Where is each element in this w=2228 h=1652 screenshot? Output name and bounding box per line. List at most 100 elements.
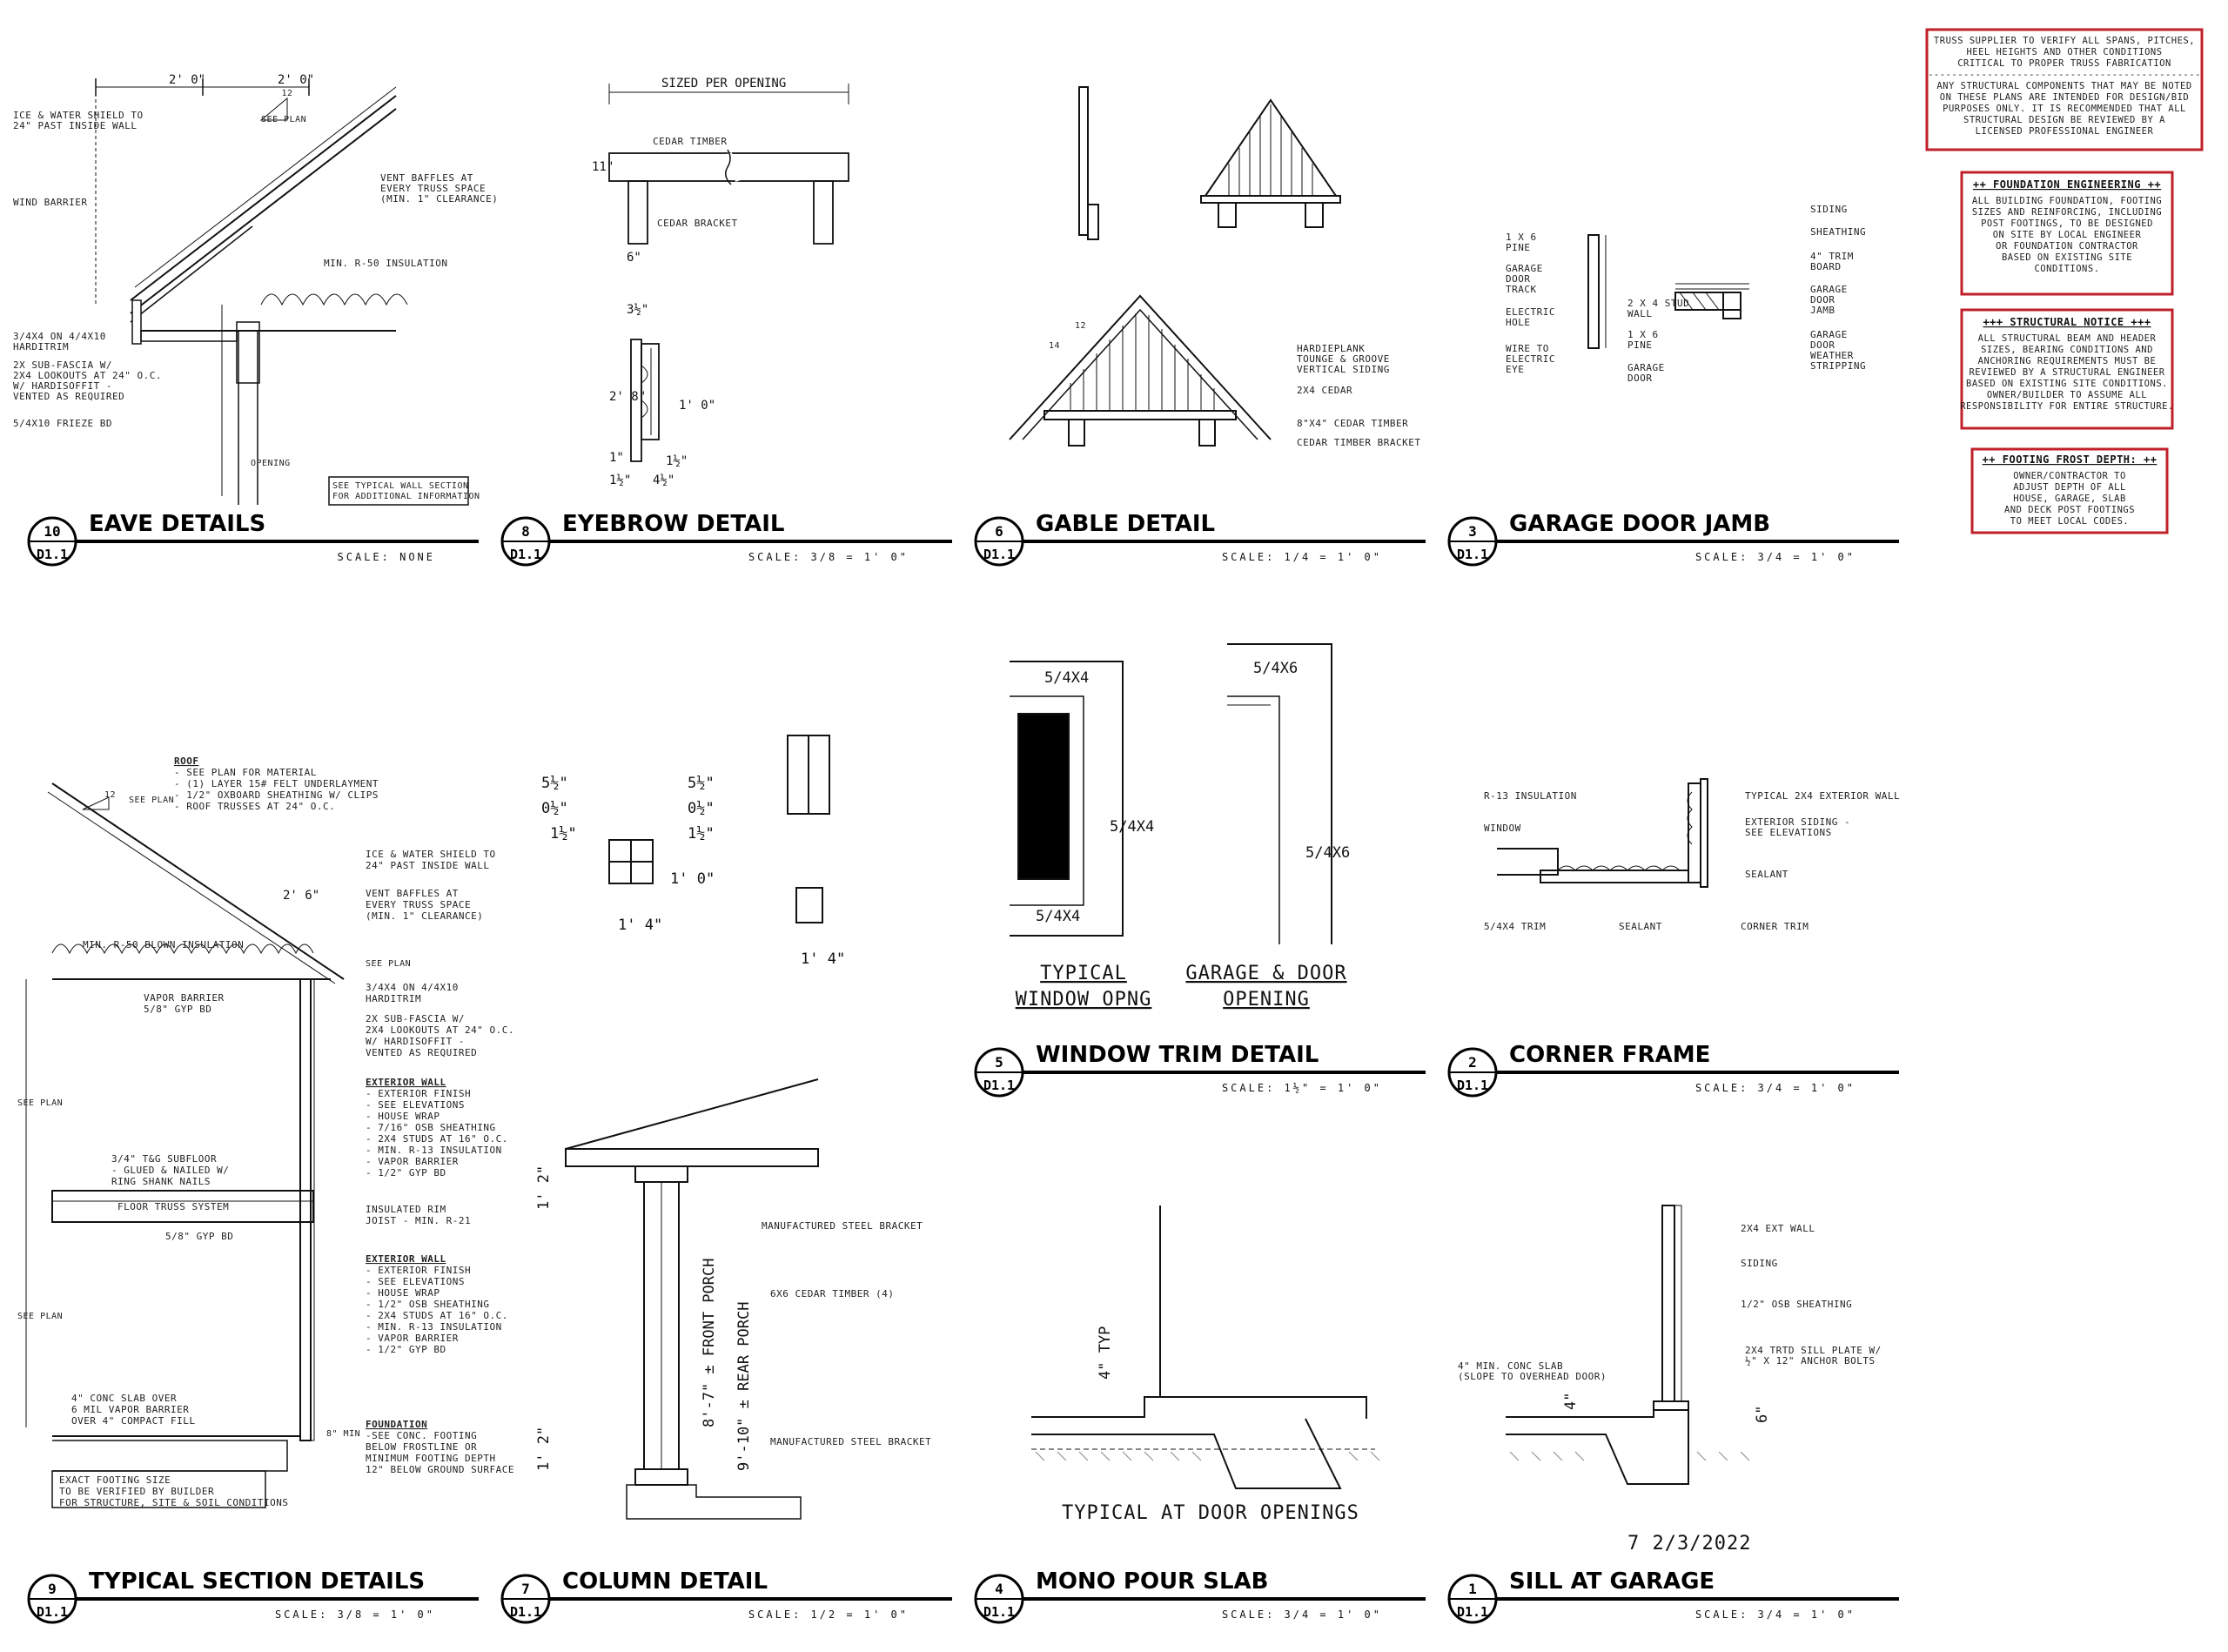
callout-label: CEDAR TIMBER bbox=[653, 136, 727, 147]
notice-line: ADJUST DEPTH OF ALL bbox=[2013, 482, 2126, 493]
dimension: 2' 0" bbox=[169, 73, 205, 87]
detail-title: GARAGE DOOR JAMB bbox=[1509, 511, 1770, 537]
callout-label: 4" TRIM bbox=[1810, 251, 1854, 262]
callout-label: 2X4 LOOKOUTS AT 24" O.C. bbox=[366, 1024, 514, 1036]
callout-label: (MIN. 1" CLEARANCE) bbox=[366, 910, 483, 922]
callout-label: EXTERIOR WALL bbox=[366, 1253, 446, 1265]
callout-label: SEALANT bbox=[1619, 921, 1662, 932]
callout-label: 1½" bbox=[688, 825, 715, 843]
callout-label: ROOF bbox=[174, 755, 199, 767]
callout-label: 14 bbox=[1049, 341, 1060, 351]
notice-line: ANY STRUCTURAL COMPONENTS THAT MAY BE NO… bbox=[1936, 81, 2191, 91]
callout-label: SHEATHING bbox=[1810, 226, 1866, 238]
dimension: SEE PLAN bbox=[129, 796, 174, 805]
callout-label: - EXTERIOR FINISH bbox=[366, 1088, 471, 1099]
callout-label: SEE ELEVATIONS bbox=[1745, 827, 1832, 838]
detail-number: 6 bbox=[995, 523, 1003, 540]
callout-label: 6" bbox=[627, 251, 641, 265]
detail-title: COLUMN DETAIL bbox=[562, 1568, 768, 1595]
detail-scale: SCALE: 3/8 = 1' 0" bbox=[748, 551, 909, 563]
callout-label: DOOR bbox=[1506, 273, 1531, 285]
callout-label: 2X4 CEDAR bbox=[1297, 385, 1352, 396]
notice-line: STRUCTURAL DESIGN BE REVIEWED BY A bbox=[1963, 115, 2165, 125]
notice-line: CONDITIONS. bbox=[2034, 264, 2099, 274]
notice-line: BASED ON EXISTING SITE CONDITIONS. bbox=[1966, 379, 2168, 389]
callout-label: 8'-7" ± FRONT PORCH bbox=[701, 1259, 718, 1427]
callout-label: 4" MIN. CONC SLAB bbox=[1458, 1360, 1563, 1372]
callout-label: (MIN. 1" CLEARANCE) bbox=[380, 193, 498, 205]
sill-at-garage-drawing bbox=[1506, 1205, 1750, 1485]
callout-label: GARAGE bbox=[1810, 284, 1848, 295]
detail-number: 2 bbox=[1468, 1054, 1477, 1071]
callout-label: STRIPPING bbox=[1810, 360, 1866, 372]
callout-label: WIND BARRIER bbox=[13, 197, 87, 208]
callout-label: - 2X4 STUDS AT 16" O.C. bbox=[366, 1133, 508, 1145]
callout-label: 1 X 6 bbox=[1627, 329, 1659, 340]
detail-title: GABLE DETAIL bbox=[1036, 511, 1215, 537]
callout-label: 1/2" OSB SHEATHING bbox=[1741, 1299, 1852, 1310]
notice-line: POST FOOTINGS, TO BE DESIGNED bbox=[1981, 218, 2153, 229]
mono-pour-drawing bbox=[1031, 1205, 1380, 1489]
callout-label: 5/4X6 bbox=[1253, 660, 1298, 677]
callout-label: BELOW FROSTLINE OR bbox=[366, 1441, 477, 1453]
callout-label: SEALANT bbox=[1745, 869, 1788, 880]
detail-number: 3 bbox=[1468, 523, 1477, 540]
callout-label: HARDITRIM bbox=[13, 341, 69, 353]
callout-label: 5/4X4 bbox=[1110, 818, 1154, 836]
callout-label: 0½" bbox=[541, 800, 568, 817]
callout-label: HOLE bbox=[1506, 317, 1531, 328]
detail-scale: SCALE: 1/4 = 1' 0" bbox=[1222, 551, 1382, 563]
notice-line: HOUSE, GARAGE, SLAB bbox=[2013, 494, 2126, 504]
callout-label: FLOOR TRUSS SYSTEM bbox=[117, 1201, 229, 1212]
callout-label: VAPOR BARRIER bbox=[144, 992, 225, 1004]
callout-label: 3/4X4 ON 4/4X10 bbox=[366, 982, 459, 993]
callout-label: GARAGE bbox=[1506, 263, 1543, 274]
callout-label: 8"X4" CEDAR TIMBER bbox=[1297, 418, 1408, 429]
notice-line: OR FOUNDATION CONTRACTOR bbox=[1996, 241, 2138, 252]
callout-label: 1' 2" bbox=[535, 1427, 553, 1471]
caption: GARAGE & DOOR bbox=[1185, 963, 1346, 984]
callout-label: FOUNDATION bbox=[366, 1419, 427, 1430]
callout-label: - SEE PLAN FOR MATERIAL bbox=[174, 767, 317, 778]
notice-line: SIZES, BEARING CONDITIONS AND bbox=[1981, 345, 2153, 355]
callout-label: FOR STRUCTURE, SITE & SOIL CONDITIONS bbox=[59, 1497, 289, 1508]
caption: WINDOW OPNG bbox=[1016, 989, 1152, 1011]
detail-scale: SCALE: 3/8 = 1' 0" bbox=[275, 1608, 435, 1621]
notice-line: LICENSED PROFESSIONAL ENGINEER bbox=[1976, 126, 2154, 137]
notice-line: SIZES AND REINFORCING, INCLUDING bbox=[1972, 207, 2162, 218]
detail-title: TYPICAL SECTION DETAILS bbox=[89, 1568, 425, 1595]
detail-number: 10 bbox=[44, 523, 60, 540]
callout-label: (SLOPE TO OVERHEAD DOOR) bbox=[1458, 1371, 1607, 1382]
dimension: SEE PLAN bbox=[366, 959, 411, 969]
gable-detail-drawing bbox=[1009, 86, 1341, 447]
callout-label: EXACT FOOTING SIZE bbox=[59, 1474, 171, 1486]
dimension: 2' 0" bbox=[278, 73, 314, 87]
callout-label: - 2X4 STUDS AT 16" O.C. bbox=[366, 1310, 508, 1321]
callout-label: OPENING bbox=[251, 459, 291, 468]
callout-label: 2X SUB-FASCIA W/ bbox=[366, 1013, 465, 1024]
callout-label: MINIMUM FOOTING DEPTH bbox=[366, 1453, 496, 1464]
callout-label: ICE & WATER SHIELD TO bbox=[13, 110, 144, 121]
callout-label: 1 X 6 bbox=[1506, 232, 1537, 243]
callout-label: - 7/16" OSB SHEATHING bbox=[366, 1122, 496, 1133]
callout-label: - SEE ELEVATIONS bbox=[366, 1099, 465, 1111]
callout-label: SIDING bbox=[1741, 1258, 1778, 1269]
callout-label: DOOR bbox=[1810, 294, 1835, 306]
callout-label: 1' 0" bbox=[670, 870, 715, 888]
callout-label: - 1/2" GYP BD bbox=[366, 1344, 446, 1355]
callout-label: VENT BAFFLES AT bbox=[380, 172, 473, 184]
callout-label: 2X4 TRTD SILL PLATE W/ bbox=[1745, 1345, 1882, 1356]
callout-label: HARDIEPLANK bbox=[1297, 343, 1365, 354]
callout-label: 5/8" GYP BD bbox=[165, 1231, 233, 1242]
callout-label: R-13 INSULATION bbox=[1484, 790, 1577, 802]
callout-label: TYPICAL AT DOOR OPENINGS bbox=[1062, 1502, 1359, 1524]
callout-label: 4" bbox=[1562, 1393, 1580, 1410]
detail-number: 7 bbox=[521, 1581, 530, 1597]
callout-label: 5½" bbox=[541, 775, 568, 792]
detail-scale: SCALE: 3/4 = 1' 0" bbox=[1695, 1608, 1856, 1621]
